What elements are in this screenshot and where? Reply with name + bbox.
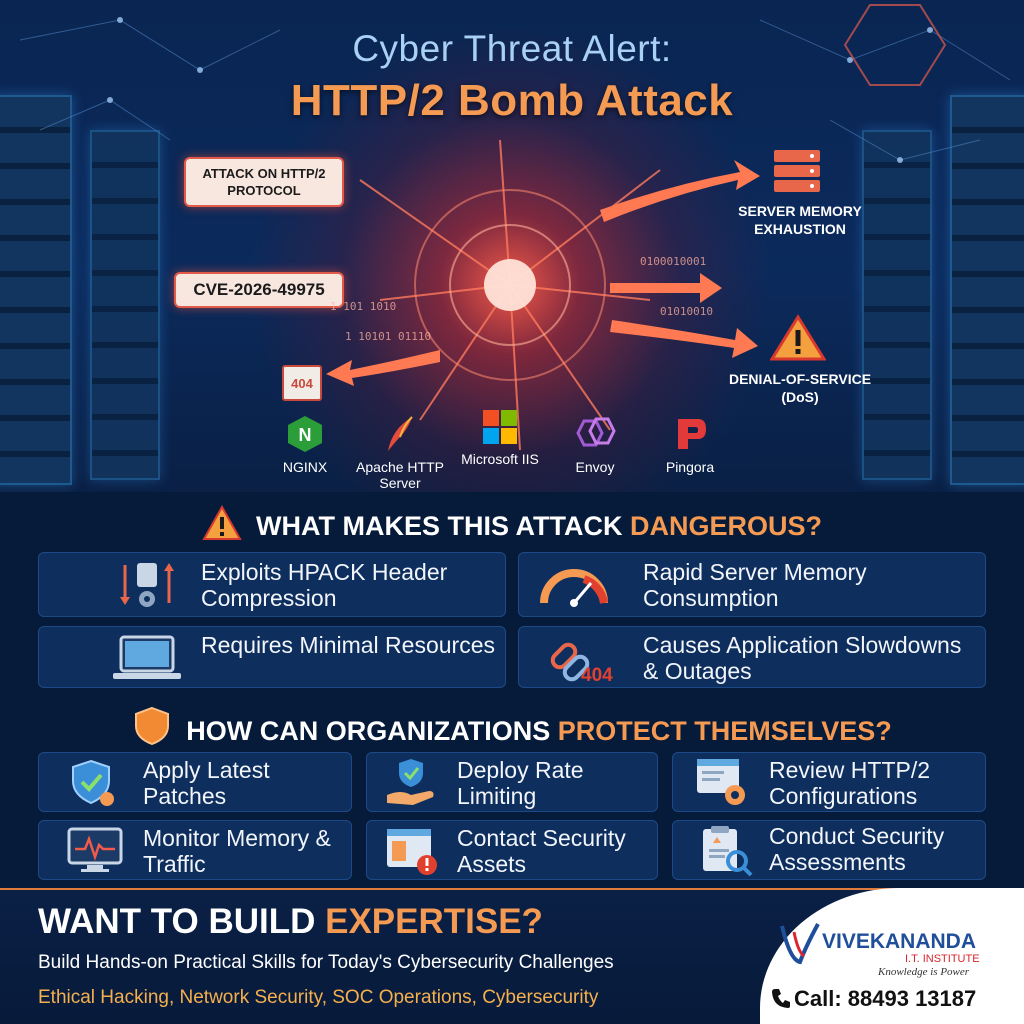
footer-subtitle: Build Hands-on Practical Skills for Toda… bbox=[38, 952, 614, 973]
config-gear-icon bbox=[697, 759, 745, 805]
envoy-logo-icon bbox=[576, 417, 616, 447]
brand-subtitle: I.T. INSTITUTE bbox=[905, 953, 980, 965]
protect-card-config: Review HTTP/2 Configurations bbox=[672, 752, 986, 812]
tech-envoy: Envoy bbox=[560, 415, 630, 475]
shield-check-icon bbox=[72, 759, 114, 806]
danger-item-memory: Rapid Server Memory Consumption bbox=[643, 559, 867, 611]
protect-card-contact: Contact Security Assets bbox=[366, 820, 658, 880]
server-rack-right-2 bbox=[862, 130, 932, 480]
speedometer-icon bbox=[540, 569, 608, 607]
apache-feather-icon bbox=[388, 416, 413, 451]
danger-card-hpack: Exploits HPACK Header Compression bbox=[38, 552, 506, 617]
protect-card-assessment: Conduct Security Assessments bbox=[672, 820, 986, 880]
danger-card-memory: Rapid Server Memory Consumption bbox=[518, 552, 986, 617]
protect-card-patches: Apply Latest Patches bbox=[38, 752, 352, 812]
nginx-logo-icon: N bbox=[288, 416, 322, 452]
danger-card-outages: 404 Causes Application Slowdowns & Outag… bbox=[518, 626, 986, 688]
compression-icon bbox=[120, 563, 174, 607]
binary-stream-text: 0100010001 bbox=[640, 255, 707, 268]
footer-title: WANT TO BUILD EXPERTISE? bbox=[38, 902, 543, 941]
brand-name: VIVEKANANDA bbox=[822, 930, 977, 953]
hero-banner: Cyber Threat Alert: HTTP/2 Bomb Attack A… bbox=[0, 0, 1024, 492]
assessment-search-icon bbox=[703, 826, 753, 877]
phone-icon bbox=[772, 989, 790, 1008]
server-rack-left bbox=[0, 95, 72, 485]
protect-item-assessment: Conduct Security Assessments bbox=[769, 823, 945, 875]
laptop-icon bbox=[113, 635, 181, 679]
network-lines-graphic bbox=[19, 4, 1011, 451]
monitor-pulse-icon bbox=[67, 827, 123, 872]
danger-card-resources: Requires Minimal Resources bbox=[38, 626, 506, 688]
brand-logo-icon bbox=[780, 923, 820, 965]
danger-item-resources: Requires Minimal Resources bbox=[201, 632, 495, 658]
danger-item-hpack: Exploits HPACK Header Compression bbox=[201, 559, 448, 611]
protect-item-patches: Apply Latest Patches bbox=[143, 757, 270, 809]
protect-item-contact: Contact Security Assets bbox=[457, 825, 626, 877]
error-404-icon: 404 bbox=[282, 365, 322, 401]
tech-microsoft-iis: Microsoft IIS bbox=[460, 409, 540, 467]
microsoft-logo-icon bbox=[483, 410, 517, 444]
server-stack-icon bbox=[774, 150, 820, 192]
warning-icon bbox=[202, 505, 242, 540]
warning-icon bbox=[770, 314, 826, 361]
svg-text:N: N bbox=[299, 425, 312, 445]
hero-title-line1: Cyber Threat Alert: bbox=[352, 28, 672, 69]
broken-link-icon: 404 bbox=[550, 642, 613, 685]
alert-window-icon bbox=[387, 829, 437, 875]
protect-item-config: Review HTTP/2 Configurations bbox=[769, 757, 931, 809]
pingora-logo-icon bbox=[678, 419, 706, 449]
shield-icon bbox=[135, 706, 170, 746]
server-rack-right bbox=[950, 95, 1024, 485]
server-rack-left-2 bbox=[90, 130, 160, 480]
footer-courses: Ethical Hacking, Network Security, SOC O… bbox=[38, 987, 599, 1008]
danger-heading: WHAT MAKES THIS ATTACK DANGEROUS? bbox=[0, 505, 1024, 542]
call-link[interactable]: Call: 88493 13187 bbox=[770, 986, 976, 1012]
tech-nginx: N NGINX bbox=[270, 415, 340, 475]
impact-memory-exhaustion: SERVER MEMORY EXHAUSTION bbox=[738, 203, 862, 237]
attack-protocol-tag: ATTACK ON HTTP/2 PROTOCOL bbox=[184, 157, 344, 207]
protect-card-rate-limiting: Deploy Rate Limiting bbox=[366, 752, 658, 812]
error-404-badge: 404 bbox=[581, 665, 613, 685]
tech-apache: Apache HTTP Server bbox=[350, 415, 450, 491]
danger-item-outages: Causes Application Slowdowns & Outages bbox=[643, 632, 962, 684]
hero-title-line2: HTTP/2 Bomb Attack bbox=[290, 76, 734, 125]
protect-item-monitor: Monitor Memory & Traffic bbox=[143, 825, 331, 877]
protect-item-rate-limiting: Deploy Rate Limiting bbox=[457, 757, 584, 809]
binary-stream-text: 1 101 1010 bbox=[330, 300, 397, 313]
protect-heading: HOW CAN ORGANIZATIONS PROTECT THEMSELVES… bbox=[0, 706, 1024, 747]
tech-pingora: Pingora bbox=[655, 415, 725, 475]
brand-tagline: Knowledge is Power bbox=[878, 966, 970, 978]
impact-denial-of-service: DENIAL-OF-SERVICE (DoS) bbox=[728, 371, 872, 405]
protect-card-monitor: Monitor Memory & Traffic bbox=[38, 820, 352, 880]
binary-stream-text: 1 10101 01110 bbox=[345, 330, 432, 343]
binary-stream-text: 01010010 bbox=[660, 305, 713, 318]
hand-shield-icon bbox=[387, 759, 434, 805]
cve-tag: CVE-2026-49975 bbox=[174, 272, 344, 308]
